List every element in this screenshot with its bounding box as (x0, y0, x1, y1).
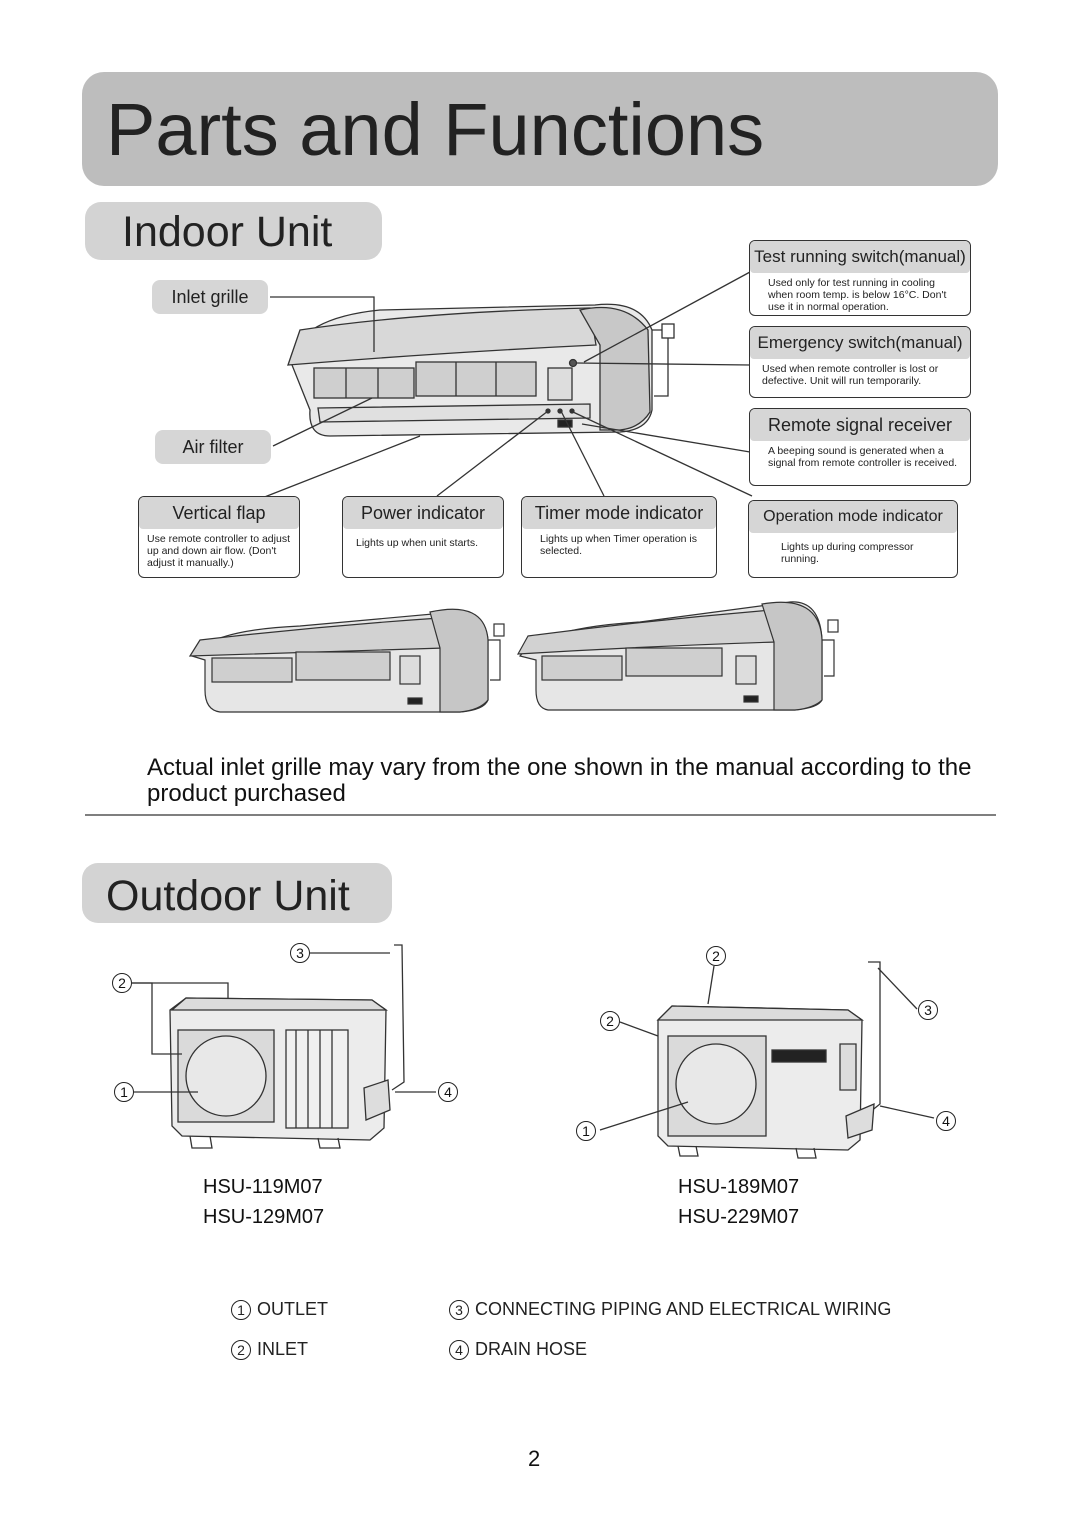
marker-2-right: 2 (600, 1011, 620, 1031)
box-remote-signal-receiver: Remote signal receiver A beeping sound i… (749, 408, 971, 486)
box-operation-mode-indicator: Operation mode indicator Lights up durin… (748, 500, 958, 578)
marker-1-left: 1 (114, 1082, 134, 1102)
marker-4-left: 4 (438, 1082, 458, 1102)
legend-drain-hose: 4 DRAIN HOSE (449, 1339, 587, 1360)
box-title: Vertical flap (139, 497, 299, 529)
legend-connecting-piping: 3 CONNECTING PIPING AND ELECTRICAL WIRIN… (449, 1299, 891, 1320)
box-title: Timer mode indicator (522, 497, 716, 529)
box-text: Lights up when Timer operation is select… (540, 533, 698, 557)
box-text: Lights up during compressor running. (781, 541, 914, 565)
legend-number: 4 (449, 1339, 469, 1360)
models-right: HSU-189M07 HSU-229M07 (678, 1172, 799, 1232)
legend-number: 3 (449, 1299, 469, 1320)
box-title: Emergency switch(manual) (750, 327, 970, 359)
legend-label: DRAIN HOSE (475, 1339, 588, 1359)
label-air-filter: Air filter (155, 430, 271, 464)
legend-label: OUTLET (257, 1299, 329, 1319)
box-title: Test running switch(manual) (750, 241, 970, 273)
box-text: Use remote controller to adjust up and d… (147, 533, 290, 569)
legend-label: INLET (257, 1339, 309, 1359)
marker-3-left: 3 (290, 943, 310, 963)
box-test-running-switch: Test running switch(manual) Used only fo… (749, 240, 971, 316)
model-name: HSU-229M07 (678, 1206, 800, 1228)
marker-2-left: 2 (112, 973, 132, 993)
box-power-indicator: Power indicator Lights up when unit star… (342, 496, 504, 578)
marker-3-right: 3 (918, 1000, 938, 1020)
inlet-grille-note: Actual inlet grille may vary from the on… (147, 754, 972, 807)
box-text: Used when remote controller is lost or d… (762, 363, 939, 387)
model-name: HSU-119M07 (203, 1176, 323, 1198)
outdoor-heading: Outdoor Unit (106, 872, 350, 920)
indoor-heading: Indoor Unit (122, 208, 333, 256)
box-emergency-switch: Emergency switch(manual) Used when remot… (749, 326, 971, 398)
marker-2-top-right: 2 (706, 946, 726, 966)
label-inlet-grille: Inlet grille (152, 280, 268, 314)
page-title: Parts and Functions (106, 88, 765, 171)
marker-4-right: 4 (936, 1111, 956, 1131)
model-name: HSU-189M07 (678, 1176, 800, 1198)
box-text: Used only for test running in cooling wh… (768, 277, 947, 313)
legend-number: 1 (231, 1299, 251, 1320)
box-timer-mode-indicator: Timer mode indicator Lights up when Time… (521, 496, 717, 578)
legend-number: 2 (231, 1339, 251, 1360)
box-text: Lights up when unit starts. (356, 537, 478, 549)
outdoor-heading-tab (82, 863, 392, 923)
legend-label: CONNECTING PIPING AND ELECTRICAL WIRING (475, 1299, 892, 1319)
legend-outlet: 1 OUTLET (231, 1299, 328, 1320)
legend-inlet: 2 INLET (231, 1339, 308, 1360)
box-title: Operation mode indicator (749, 501, 957, 533)
box-title: Power indicator (343, 497, 503, 529)
box-title: Remote signal receiver (750, 409, 970, 441)
indoor-heading-tab (85, 202, 382, 260)
models-left: HSU-119M07 HSU-129M07 (203, 1172, 324, 1232)
marker-1-right: 1 (576, 1121, 596, 1141)
page-number: 2 (528, 1446, 541, 1471)
box-vertical-flap: Vertical flap Use remote controller to a… (138, 496, 300, 578)
model-name: HSU-129M07 (203, 1206, 325, 1228)
box-text: A beeping sound is generated when a sign… (768, 445, 958, 469)
title-band (82, 72, 998, 186)
